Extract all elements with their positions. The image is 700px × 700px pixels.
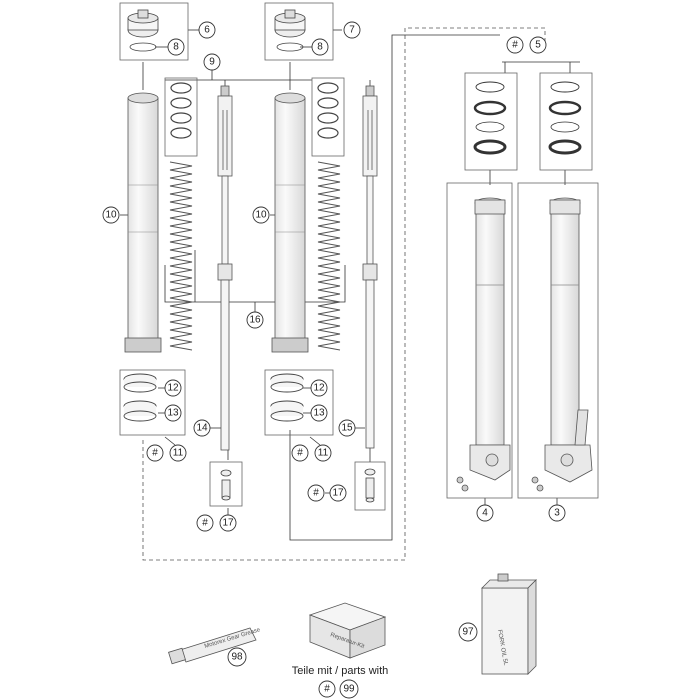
frame-seal-kit-right xyxy=(539,72,593,171)
spring-left xyxy=(169,161,193,351)
assembly-dashed-line xyxy=(142,27,546,561)
frame-cap-6 xyxy=(119,2,189,61)
callout-17b-hash xyxy=(307,484,325,502)
bushing-stack-left xyxy=(170,82,192,139)
callout-15 xyxy=(338,419,356,437)
frame-bushings-right xyxy=(311,77,345,157)
svg-text:8: 8 xyxy=(173,42,179,53)
frame-valve-right xyxy=(354,461,386,511)
inner-tube-left xyxy=(124,92,162,353)
seal-kit-right xyxy=(548,81,582,155)
fork-cap-left xyxy=(127,9,159,52)
callout-99 xyxy=(339,679,359,699)
svg-text:11: 11 xyxy=(173,448,184,459)
svg-text:17: 17 xyxy=(222,518,234,529)
callouts xyxy=(102,21,566,699)
callout-8b xyxy=(311,38,329,56)
callout-5 xyxy=(529,36,547,54)
frame-valve-left xyxy=(209,461,243,507)
spring-right xyxy=(317,161,341,351)
svg-text:5: 5 xyxy=(535,40,541,51)
svg-text:11: 11 xyxy=(318,448,329,459)
svg-text:99: 99 xyxy=(343,684,355,695)
repair-kit-box: Reparatur-Kit xyxy=(308,602,387,659)
frame-cap-7 xyxy=(264,2,334,61)
callout-12b xyxy=(310,379,328,397)
callout-11b-hash xyxy=(291,444,309,462)
svg-text:4: 4 xyxy=(482,508,488,519)
outer-tube-4 xyxy=(456,197,511,492)
outer-tube-3 xyxy=(531,197,593,492)
frame-outer-tube-4 xyxy=(446,182,513,499)
svg-text:10: 10 xyxy=(105,210,117,221)
callout-11b xyxy=(314,444,332,462)
svg-text:6: 6 xyxy=(204,25,210,36)
valve-part-right xyxy=(364,468,376,503)
svg-text:10: 10 xyxy=(255,210,267,221)
svg-text:12: 12 xyxy=(313,383,325,394)
callout-10b xyxy=(252,206,270,224)
callout-17a-hash xyxy=(196,514,214,532)
callout-8a xyxy=(167,38,185,56)
svg-text:#: # xyxy=(297,448,303,459)
seal-set-left xyxy=(123,373,157,422)
callout-7 xyxy=(343,21,361,39)
frame-seals-right xyxy=(264,369,334,436)
svg-text:7: 7 xyxy=(349,25,355,36)
svg-text:9: 9 xyxy=(209,57,215,68)
callout-5-hash xyxy=(506,36,524,54)
callout-labels: 6 7 8 8 9 # 5 10 10 16 12 13 12 13 14 15… xyxy=(105,25,560,695)
callout-97 xyxy=(458,622,478,642)
svg-text:13: 13 xyxy=(313,408,325,419)
svg-text:16: 16 xyxy=(249,315,261,326)
bushing-stack-right xyxy=(317,82,339,139)
valve-part-left xyxy=(220,469,232,501)
group-frames xyxy=(119,2,599,511)
svg-text:#: # xyxy=(313,488,319,499)
svg-text:#: # xyxy=(152,448,158,459)
callout-17a xyxy=(219,514,237,532)
callout-4 xyxy=(476,504,494,522)
seal-kit-left xyxy=(473,81,507,155)
frame-bushings-left xyxy=(164,77,198,157)
callout-17b xyxy=(329,484,347,502)
seal-set-right xyxy=(270,373,304,422)
svg-text:14: 14 xyxy=(196,423,208,434)
svg-text:#: # xyxy=(512,40,518,51)
frame-outer-tube-3 xyxy=(517,182,599,499)
callout-99-hash xyxy=(318,680,336,698)
callout-13b xyxy=(310,404,328,422)
damper-cartridge-right xyxy=(362,85,378,449)
grease-tube: Motorex Gear Grease xyxy=(168,627,262,665)
damper-cartridge-left xyxy=(217,85,233,451)
fork-cap-right xyxy=(274,9,306,52)
inner-tube-right xyxy=(271,92,309,353)
callout-10a xyxy=(102,206,120,224)
svg-text:3: 3 xyxy=(554,508,560,519)
svg-text:98: 98 xyxy=(231,652,243,663)
callout-11a xyxy=(169,444,187,462)
callout-98 xyxy=(227,647,247,667)
callout-6 xyxy=(198,21,216,39)
svg-text:17: 17 xyxy=(332,488,344,499)
svg-text:#: # xyxy=(324,684,330,695)
frame-seals-left xyxy=(119,369,186,436)
svg-text:15: 15 xyxy=(341,423,353,434)
callout-14 xyxy=(193,419,211,437)
callout-12a xyxy=(164,379,182,397)
svg-text:8: 8 xyxy=(317,42,323,53)
fork-oil-canister: FORK OIL 5L xyxy=(481,573,537,675)
callout-11a-hash xyxy=(146,444,164,462)
svg-text:13: 13 xyxy=(167,408,179,419)
callout-3 xyxy=(548,504,566,522)
parts-with-label: Teile mit / parts with xyxy=(292,665,389,677)
callout-9 xyxy=(203,53,221,71)
callout-16 xyxy=(246,311,264,329)
svg-text:#: # xyxy=(202,518,208,529)
callout-13a xyxy=(164,404,182,422)
svg-text:97: 97 xyxy=(462,627,474,638)
frame-seal-kit-left xyxy=(464,72,518,171)
svg-text:12: 12 xyxy=(167,383,179,394)
